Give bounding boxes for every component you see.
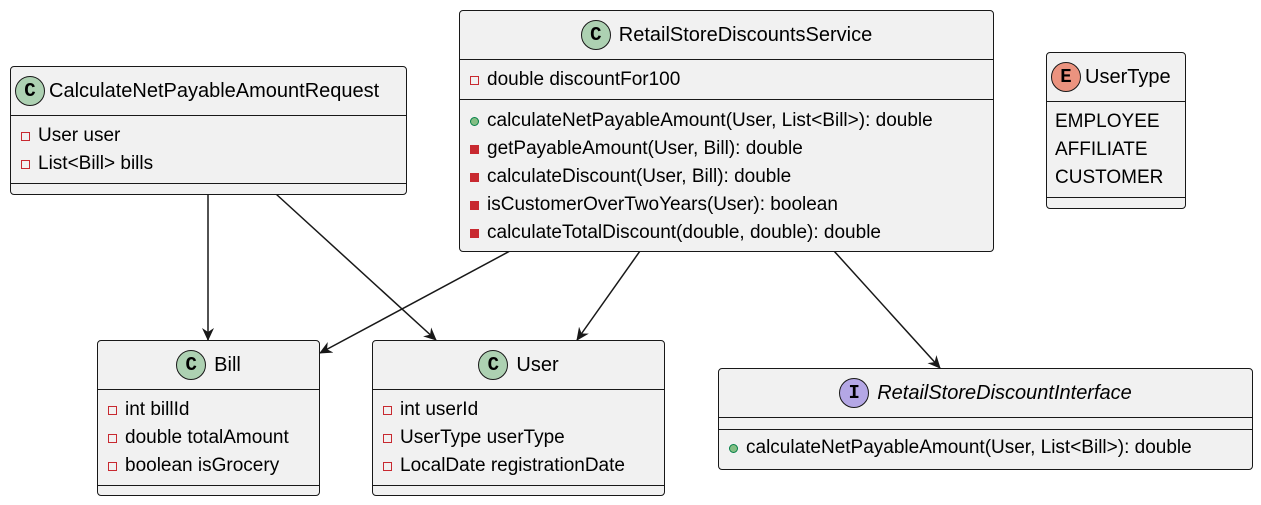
method-text: calculateTotalDiscount(double, double): …: [487, 222, 881, 243]
field-row: UserType userType: [383, 424, 664, 452]
enum-icon: E: [1051, 62, 1081, 92]
field-section: [719, 417, 1252, 429]
field-row: LocalDate registrationDate: [383, 452, 664, 480]
field-text: double discountFor100: [487, 69, 681, 90]
field-row: double discountFor100: [470, 66, 993, 94]
method-section: [11, 183, 406, 195]
private-method-icon: [470, 200, 479, 210]
enum-constant: EMPLOYEE: [1055, 111, 1160, 132]
field-row: double totalAmount: [108, 424, 319, 452]
enum-user-type[interactable]: E UserType EMPLOYEE AFFILIATE CUSTOMER: [1046, 52, 1186, 209]
method-text: calculateNetPayableAmount(User, List<Bil…: [746, 437, 1192, 458]
private-field-icon: [383, 405, 392, 415]
method-text: calculateNetPayableAmount(User, List<Bil…: [487, 110, 933, 131]
enum-constant: AFFILIATE: [1055, 139, 1148, 160]
arrow-service-to-bill: [319, 250, 511, 354]
private-field-icon: [108, 461, 117, 471]
private-method-icon: [470, 144, 479, 154]
class-header: C CalculateNetPayableAmountRequest: [11, 67, 406, 115]
class-header: C Bill: [98, 341, 319, 389]
field-row: int billId: [108, 396, 319, 424]
method-text: getPayableAmount(User, Bill): double: [487, 138, 803, 159]
field-text: boolean isGrocery: [125, 455, 280, 476]
field-row: int userId: [383, 396, 664, 424]
method-section: calculateNetPayableAmount(User, List<Bil…: [460, 99, 993, 253]
method-row: calculateNetPayableAmount(User, List<Bil…: [729, 434, 1252, 462]
public-method-icon: [729, 443, 738, 453]
interface-header: I RetailStoreDiscountInterface: [719, 369, 1252, 417]
private-method-icon: [470, 228, 479, 238]
field-row: User user: [21, 122, 406, 150]
private-field-icon: [108, 405, 117, 415]
method-section: calculateNetPayableAmount(User, List<Bil…: [719, 429, 1252, 468]
class-icon: C: [478, 350, 509, 380]
field-row: boolean isGrocery: [108, 452, 319, 480]
method-row: getPayableAmount(User, Bill): double: [470, 135, 993, 163]
method-text: isCustomerOverTwoYears(User): boolean: [487, 194, 838, 215]
class-icon: C: [580, 20, 611, 50]
class-retail-store-discounts-service[interactable]: C RetailStoreDiscountsService double dis…: [459, 10, 994, 252]
class-header: C User: [373, 341, 664, 389]
enum-method-section: [1047, 197, 1185, 209]
field-text: User user: [38, 125, 121, 146]
arrow-service-to-user: [576, 250, 641, 341]
method-section: [373, 485, 664, 496]
private-field-icon: [470, 75, 479, 85]
private-field-icon: [108, 433, 117, 443]
method-row: isCustomerOverTwoYears(User): boolean: [470, 191, 993, 219]
field-section: User user List<Bill> bills: [11, 115, 406, 183]
arrow-service-to-interface: [833, 250, 941, 369]
enum-name: UserType: [1085, 65, 1171, 88]
class-user[interactable]: C User int userId UserType userType Loca…: [372, 340, 665, 496]
arrow-request-to-user: [275, 193, 437, 341]
enum-constant: CUSTOMER: [1055, 167, 1164, 188]
class-name: CalculateNetPayableAmountRequest: [49, 79, 380, 102]
interface-name: RetailStoreDiscountInterface: [877, 381, 1132, 404]
private-field-icon: [383, 461, 392, 471]
field-text: double totalAmount: [125, 427, 289, 448]
constant-section: EMPLOYEE AFFILIATE CUSTOMER: [1047, 101, 1185, 197]
class-name: User: [516, 353, 559, 376]
field-text: List<Bill> bills: [38, 153, 154, 174]
private-field-icon: [21, 131, 30, 141]
enum-header: E UserType: [1047, 53, 1185, 101]
class-icon: C: [176, 350, 207, 380]
method-row: calculateNetPayableAmount(User, List<Bil…: [470, 107, 993, 135]
interface-icon: I: [839, 378, 870, 408]
private-field-icon: [383, 433, 392, 443]
class-name: Bill: [214, 353, 241, 376]
field-text: int billId: [125, 399, 190, 420]
interface-retail-store-discount-interface[interactable]: I RetailStoreDiscountInterface calculate…: [718, 368, 1253, 470]
class-bill[interactable]: C Bill int billId double totalAmount boo…: [97, 340, 320, 496]
field-text: int userId: [400, 399, 479, 420]
field-section: double discountFor100: [460, 59, 993, 99]
private-method-icon: [470, 172, 479, 182]
public-method-icon: [470, 116, 479, 126]
field-section: int userId UserType userType LocalDate r…: [373, 389, 664, 485]
method-section: [98, 485, 319, 496]
class-calculate-net-payable-amount-request[interactable]: C CalculateNetPayableAmountRequest User …: [10, 66, 407, 195]
class-name: RetailStoreDiscountsService: [618, 23, 873, 46]
field-row: List<Bill> bills: [21, 150, 406, 178]
field-section: int billId double totalAmount boolean is…: [98, 389, 319, 485]
private-field-icon: [21, 159, 30, 169]
class-header: C RetailStoreDiscountsService: [460, 11, 993, 59]
class-icon: C: [15, 76, 45, 106]
field-text: UserType userType: [400, 427, 565, 448]
method-row: calculateDiscount(User, Bill): double: [470, 163, 993, 191]
field-text: LocalDate registrationDate: [400, 455, 625, 476]
method-text: calculateDiscount(User, Bill): double: [487, 166, 792, 187]
method-row: calculateTotalDiscount(double, double): …: [470, 219, 993, 247]
